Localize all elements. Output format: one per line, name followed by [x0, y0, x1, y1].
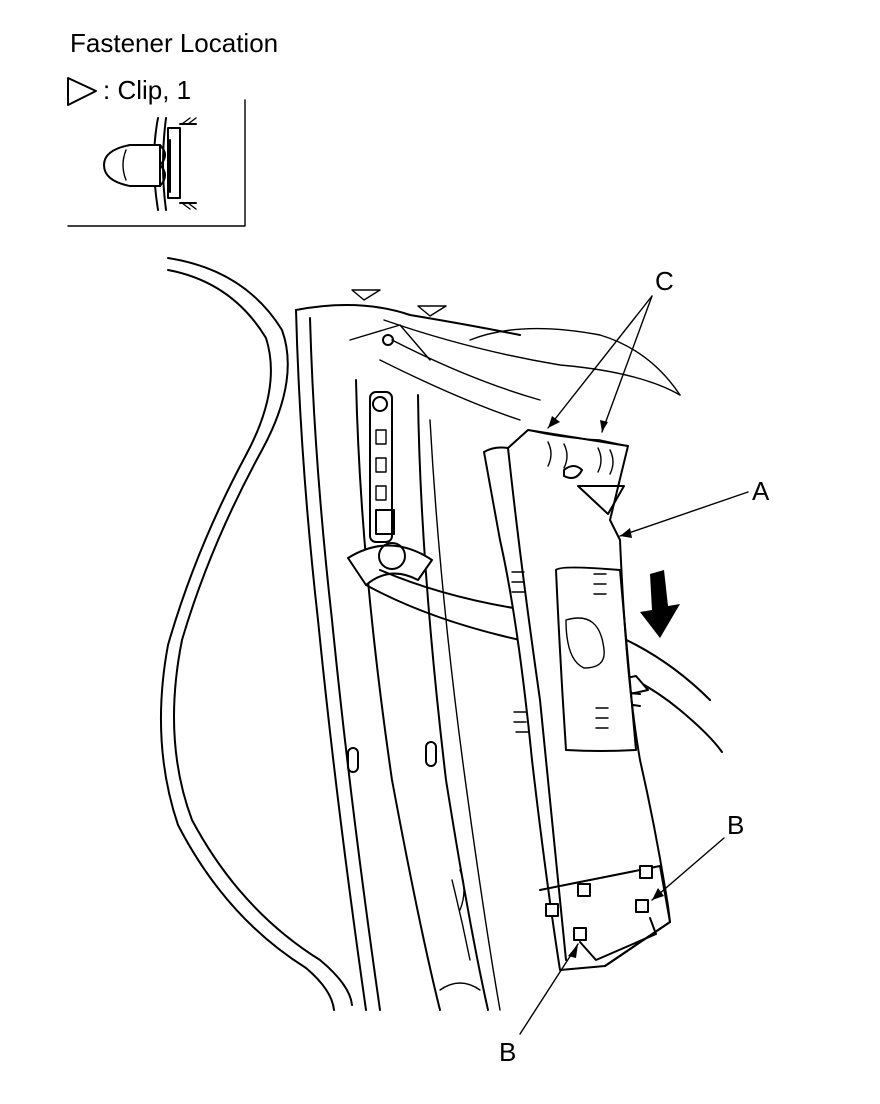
- pillar-trim-a: [483, 429, 671, 971]
- legend-title: Fastener Location: [70, 28, 279, 58]
- callout-leaders: [519, 295, 749, 1035]
- callout-c: C: [655, 266, 674, 296]
- body-pillar: [295, 304, 521, 1011]
- callout-b-lower: B: [499, 1037, 517, 1067]
- clip-inset-illustration: [67, 99, 246, 227]
- legend-clip-label: : Clip, 1: [103, 75, 192, 105]
- callout-b-upper: B: [727, 810, 745, 840]
- clip-location-icon: [577, 485, 625, 515]
- removal-direction-arrow-icon: [640, 570, 680, 638]
- door-opening-weatherstrip: [160, 257, 353, 1011]
- callout-a: A: [752, 476, 770, 506]
- clip-symbol-icon: [67, 77, 97, 106]
